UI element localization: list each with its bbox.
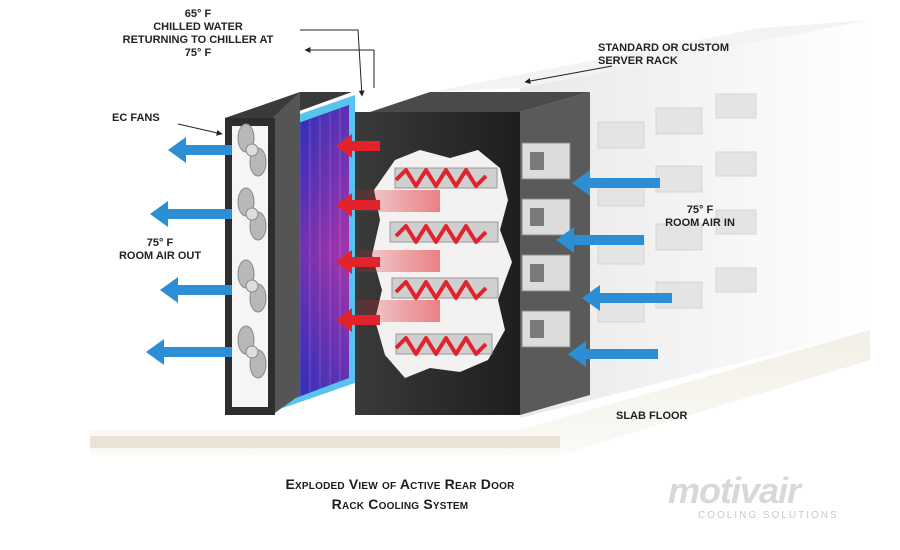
- room-air-in-label: 75° F ROOM AIR IN: [650, 204, 750, 230]
- room-air-out-line: 75° F: [146, 237, 174, 249]
- fan-icon: [237, 325, 267, 379]
- room-air-out-label: 75° F ROOM AIR OUT: [100, 237, 220, 263]
- leader-lines: [177, 29, 613, 136]
- logo-tagline: COOLING SOLUTIONS: [698, 510, 839, 521]
- chilled-water-line: 75° F: [184, 47, 212, 59]
- room-air-out-arrows: [146, 137, 232, 365]
- faded-server-rack: [430, 20, 870, 418]
- caption-line: Exploded View of Active Rear Door: [285, 476, 515, 492]
- fan-icon: [237, 123, 267, 177]
- slab-floor-label: SLAB FLOOR: [616, 410, 688, 422]
- room-air-in-line: ROOM AIR IN: [665, 217, 735, 229]
- server-rack-line: SERVER RACK: [598, 55, 678, 67]
- chilled-water-line: CHILLED WATER: [153, 21, 243, 33]
- room-air-out-line: ROOM AIR OUT: [118, 250, 202, 262]
- server-rack-label: STANDARD OR CUSTOM SERVER RACK: [598, 42, 729, 68]
- floor-shadow: [90, 436, 560, 448]
- chilled-water-line: RETURNING TO CHILLER AT: [122, 34, 274, 46]
- ec-fan-panel: [225, 92, 352, 415]
- cooling-coil: [283, 95, 355, 408]
- fan-icon: [237, 259, 267, 313]
- server-rack-line: STANDARD OR CUSTOM: [598, 42, 729, 54]
- fan-icon: [237, 187, 267, 241]
- motivair-logo: motivair COOLING SOLUTIONS: [668, 470, 868, 522]
- logo-wordmark: motivair: [668, 470, 801, 511]
- chilled-water-label: 65° F CHILLED WATER RETURNING TO CHILLER…: [108, 8, 288, 60]
- room-air-in-line: 75° F: [686, 204, 714, 216]
- caption-line: Rack Cooling System: [331, 496, 469, 512]
- diagram-caption: Exploded View of Active Rear Door Rack C…: [200, 474, 600, 514]
- room-air-in-arrows: [556, 170, 672, 367]
- heat-arrows-into-coil: [336, 134, 380, 332]
- heat-waves: [394, 168, 488, 356]
- server-fronts: [521, 142, 571, 348]
- chilled-water-line: 65° F: [184, 8, 212, 20]
- ec-fans-label: EC FANS: [112, 112, 160, 124]
